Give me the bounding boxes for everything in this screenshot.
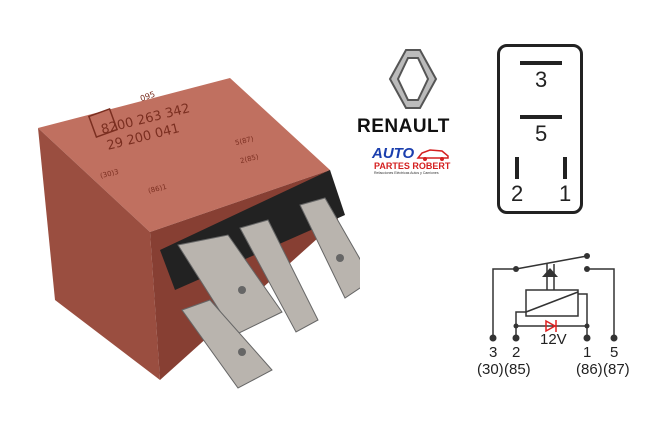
shop-logo-tagline: Refacciones Eléctricas Autos y Camiones xyxy=(374,171,439,175)
voltage-label: 12V xyxy=(540,331,567,348)
pin-bar xyxy=(563,157,567,179)
brand-name: RENAULT xyxy=(357,116,450,137)
relay-photo xyxy=(38,78,360,389)
shop-logo: AUTO PARTES ROBERT Refacciones Eléctrica… xyxy=(370,145,452,177)
pin-bar xyxy=(520,115,562,119)
shop-logo-line2: PARTES ROBERT xyxy=(374,161,451,171)
terminal-code: (85) xyxy=(504,361,531,378)
relay-top-face xyxy=(38,78,330,232)
circuit-diagram xyxy=(489,253,618,342)
terminal-number: 5 xyxy=(610,344,619,361)
pin-label: 5 xyxy=(535,121,548,146)
pinout-diagram: 3 5 2 1 xyxy=(497,44,583,214)
pin-label: 2 xyxy=(511,181,524,206)
terminal-code: (30) xyxy=(477,361,504,378)
pin-bar xyxy=(520,61,562,65)
diode-icon xyxy=(545,319,557,333)
terminal-number: 1 xyxy=(583,344,592,361)
renault-logo-icon xyxy=(388,49,438,109)
relay-left-face xyxy=(38,128,160,380)
shop-logo-line1: AUTO xyxy=(372,145,415,162)
terminal-number: 3 xyxy=(489,344,498,361)
terminal-code: (87) xyxy=(603,361,630,378)
pin-label: 3 xyxy=(535,67,548,92)
pin-bar xyxy=(515,157,519,179)
pin-label: 1 xyxy=(559,181,572,206)
relay-terminals xyxy=(177,197,360,389)
renault-logo-engraving xyxy=(87,107,119,139)
terminal-number: 2 xyxy=(512,344,521,361)
terminal-code: (86) xyxy=(576,361,603,378)
car-icon xyxy=(416,149,449,161)
